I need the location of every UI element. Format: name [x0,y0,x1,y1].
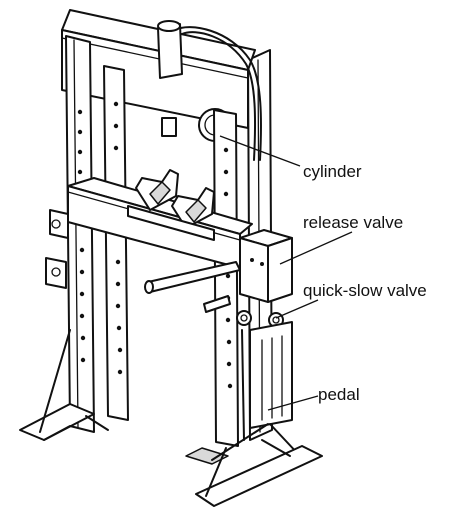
pump-block [239,229,293,303]
front-left-pillar [65,35,95,433]
leader-release-valve [279,231,353,265]
label-pedal: pedal [318,385,360,404]
v-blocks [127,169,215,241]
left-bracket [45,209,69,289]
label-cylinder: cylinder [303,162,362,181]
leader-quick-slow-valve [275,299,319,319]
reservoir [241,321,293,441]
label-release-valve: release valve [303,213,403,232]
pedal-assembly [185,423,301,465]
hydraulic-hose [174,26,262,161]
inner-left-pillar [103,65,129,421]
leader-cylinder [219,135,301,167]
leader-pedal [267,395,319,411]
leader-lines [219,135,353,411]
front-right-pillar [213,109,239,447]
base [19,329,323,507]
label-quick-slow-valve: quick-slow valve [303,281,427,300]
